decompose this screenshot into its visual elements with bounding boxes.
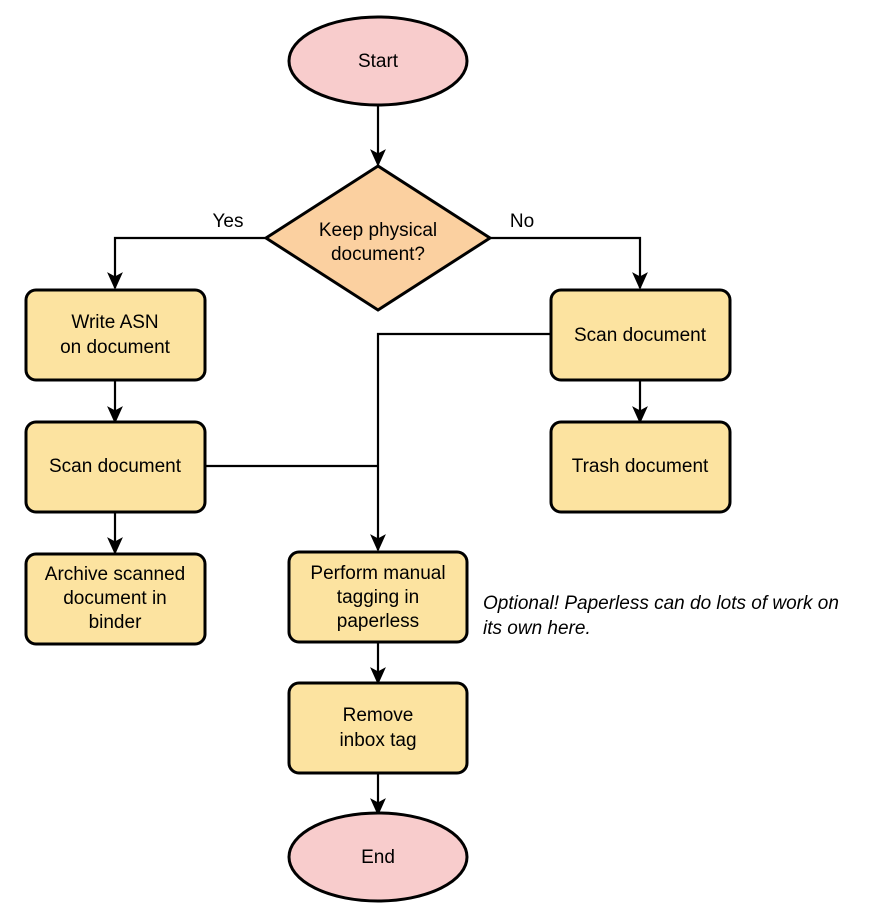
optional-note-line1: Optional! Paperless can do lots of work … (483, 593, 839, 614)
node-end[interactable]: End (287, 811, 469, 903)
scan-left-box[interactable] (24, 420, 207, 514)
node-trash[interactable]: Trash document (549, 420, 732, 514)
edge-decision-to-scan-right: No (490, 211, 648, 290)
node-keep-physical[interactable]: Keep physical document? (263, 164, 493, 312)
manual-tagging-box[interactable] (287, 550, 469, 644)
node-write-asn[interactable]: Write ASN on document (24, 288, 207, 382)
scan-right-box[interactable] (549, 288, 732, 382)
edge-scan-right-to-tagging (370, 332, 551, 552)
node-layer: Start Keep physical document? Write ASN … (24, 15, 732, 903)
node-archive-binder[interactable]: Archive scanned document in binder (24, 552, 207, 646)
start-ellipse[interactable] (287, 15, 469, 107)
edge-label-no: No (510, 211, 534, 232)
edge-label-yes: Yes (213, 211, 244, 232)
archive-binder-box[interactable] (24, 552, 207, 646)
edge-decision-to-write-asn: Yes (107, 211, 266, 290)
node-manual-tagging[interactable]: Perform manual tagging in paperless (287, 550, 469, 644)
scan-right-label: Scan document (574, 325, 707, 346)
manual-tagging-label-line3: paperless (337, 611, 419, 632)
node-scan-left[interactable]: Scan document (24, 420, 207, 514)
node-start[interactable]: Start (287, 15, 469, 107)
manual-tagging-label-line1: Perform manual (310, 563, 445, 584)
decision-diamond[interactable] (263, 164, 493, 312)
archive-binder-label-line1: Archive scanned (45, 564, 185, 585)
archive-binder-label-line2: document in (63, 588, 167, 609)
start-label: Start (358, 51, 399, 72)
write-asn-label-line2: on document (60, 337, 171, 358)
edge-layer: Yes No (107, 104, 648, 816)
trash-box[interactable] (549, 420, 732, 514)
manual-tagging-label-line2: tagging in (337, 587, 419, 608)
trash-label: Trash document (572, 456, 709, 477)
archive-binder-label-line3: binder (89, 612, 142, 633)
scan-left-label: Scan document (49, 456, 182, 477)
remove-inbox-box[interactable] (287, 681, 469, 775)
decision-label-line1: Keep physical (319, 220, 437, 241)
annotation-optional-note: Optional! Paperless can do lots of work … (483, 593, 839, 639)
node-scan-right[interactable]: Scan document (549, 288, 732, 382)
write-asn-label-line1: Write ASN (71, 312, 158, 333)
end-ellipse[interactable] (287, 811, 469, 903)
decision-label-line2: document? (331, 244, 425, 265)
write-asn-box[interactable] (24, 288, 207, 382)
end-label: End (361, 847, 395, 868)
remove-inbox-label-line1: Remove (343, 705, 414, 726)
optional-note-line2: its own here. (483, 618, 591, 639)
remove-inbox-label-line2: inbox tag (339, 730, 416, 751)
node-remove-inbox[interactable]: Remove inbox tag (287, 681, 469, 775)
